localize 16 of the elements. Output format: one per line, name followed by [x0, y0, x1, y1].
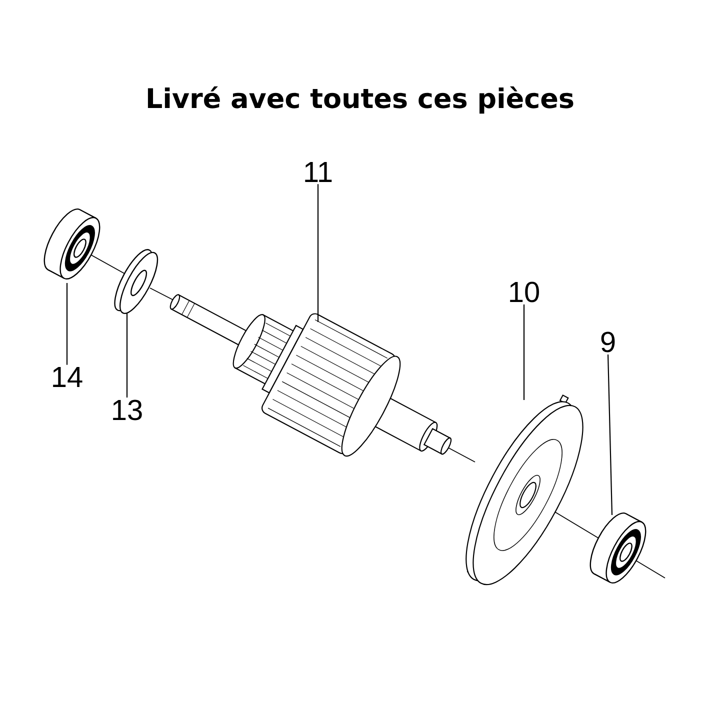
leader-line — [126, 313, 128, 398]
leader-line — [607, 354, 613, 516]
callout-number: 10 — [510, 282, 539, 302]
callout-number: 13 — [113, 400, 142, 420]
fan-drawing — [466, 394, 584, 586]
callout-number: 9 — [601, 332, 615, 352]
washer-drawing — [114, 249, 158, 314]
callout-number: 14 — [53, 367, 82, 387]
callout-number: 11 — [305, 162, 332, 182]
armature-drawing — [170, 294, 452, 457]
leader-line — [317, 184, 319, 322]
title: Livré avec toutes ces pièces — [148, 86, 574, 114]
leader-line — [523, 304, 525, 400]
bearing-drawing — [590, 512, 646, 584]
bearing-drawing — [44, 208, 100, 280]
leader-line — [66, 283, 68, 365]
